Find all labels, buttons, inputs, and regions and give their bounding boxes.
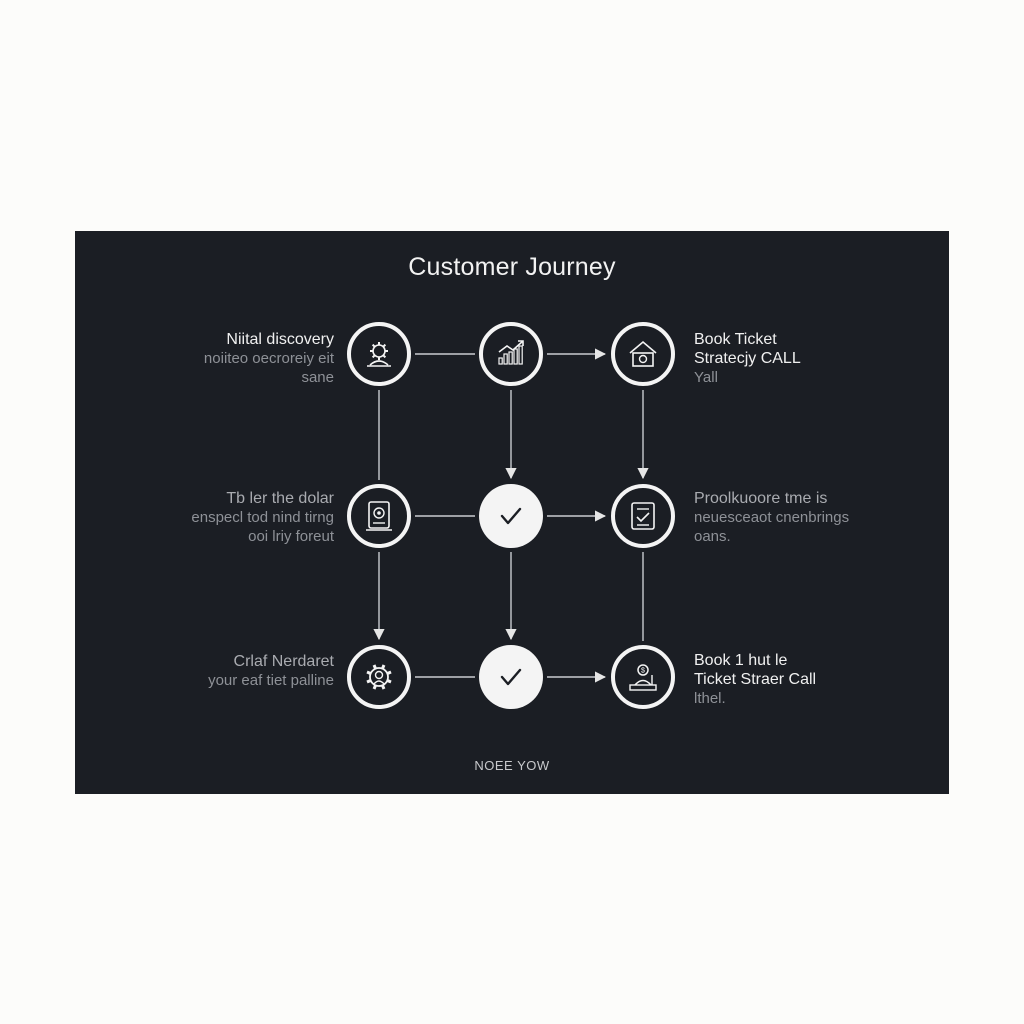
- label-right-bottom-line-1: Ticket Straer Call: [694, 671, 817, 688]
- node-circle: [611, 645, 675, 709]
- checklist-icon: [631, 502, 655, 530]
- connectors: [373, 348, 649, 683]
- house-icon: [629, 340, 657, 367]
- label-right-top-title: Book Ticket: [694, 331, 777, 348]
- node-circle: [479, 645, 543, 709]
- label-right-mid-line-1: neuesceaot cnenbrings: [694, 509, 850, 526]
- diagram-title: Customer Journey: [408, 253, 616, 281]
- node-n4: [347, 484, 411, 548]
- label-left-top-title: Niital discovery: [226, 331, 334, 348]
- gear-person-icon: [367, 342, 391, 367]
- node-n2: [479, 322, 543, 386]
- footer-text: NOEE YOW: [474, 758, 550, 773]
- node-n8: [479, 645, 543, 709]
- label-right-top-line-1: Stratecjy CALL: [694, 350, 801, 367]
- label-left-top: Niital discovery noiiteo oecroreiy eit s…: [204, 330, 334, 387]
- node-circle: [347, 322, 411, 386]
- node-circle: [479, 322, 543, 386]
- label-left-mid-title: Tb ler the dolar: [226, 490, 334, 507]
- label-right-mid-title: Proolkuoore tme is: [694, 490, 828, 507]
- node-n5: [479, 484, 543, 548]
- person-at-desk-icon: $: [629, 664, 657, 691]
- label-right-bottom: Book 1 hut le Ticket Straer Call lthel.: [694, 651, 816, 708]
- label-right-bottom-title: Book 1 hut le: [694, 652, 788, 669]
- label-left-bottom-line-1: your eaf tiet palline: [208, 672, 334, 689]
- growth-chart-icon: [498, 340, 524, 365]
- node-circle: [347, 645, 411, 709]
- label-right-mid: Proolkuoore tme is neuesceaot cnenbrings…: [694, 489, 849, 546]
- label-left-top-line-1: noiiteo oecroreiy eit: [203, 350, 334, 367]
- label-right-mid-line-2: oans.: [694, 528, 731, 545]
- label-left-top-line-2: sane: [301, 369, 334, 386]
- label-left-bottom-title: Crlaf Nerdaret: [233, 653, 334, 670]
- label-right-top: Book Ticket Stratecjy CALL Yall: [694, 330, 801, 387]
- label-right-top-line-2: Yall: [694, 369, 718, 386]
- label-left-mid-line-2: ooi lriy foreut: [248, 528, 334, 545]
- node-n7: [347, 645, 411, 709]
- node-circle: [611, 484, 675, 548]
- node-n1: [347, 322, 411, 386]
- label-right-bottom-line-2: lthel.: [694, 690, 726, 707]
- node-n3: [611, 322, 675, 386]
- gear-head-icon: [366, 664, 392, 690]
- node-circle: [611, 322, 675, 386]
- label-left-mid: Tb ler the dolar enspecl tod nind tirng …: [191, 489, 334, 546]
- label-left-bottom: Crlaf Nerdaret your eaf tiet palline: [208, 652, 334, 690]
- document-icon: [366, 501, 392, 531]
- node-n9: $: [611, 645, 675, 709]
- checkmark-icon: [500, 507, 522, 525]
- label-left-mid-line-1: enspecl tod nind tirng: [191, 509, 334, 526]
- node-circle: [347, 484, 411, 548]
- diagram-panel: Customer Journey $ Niital discovery noii…: [75, 231, 949, 794]
- svg-text:$: $: [641, 668, 645, 675]
- flow-diagram: $: [347, 322, 675, 709]
- checkmark-icon: [500, 668, 522, 686]
- node-n6: [611, 484, 675, 548]
- nodes: $: [347, 322, 675, 709]
- node-circle: [479, 484, 543, 548]
